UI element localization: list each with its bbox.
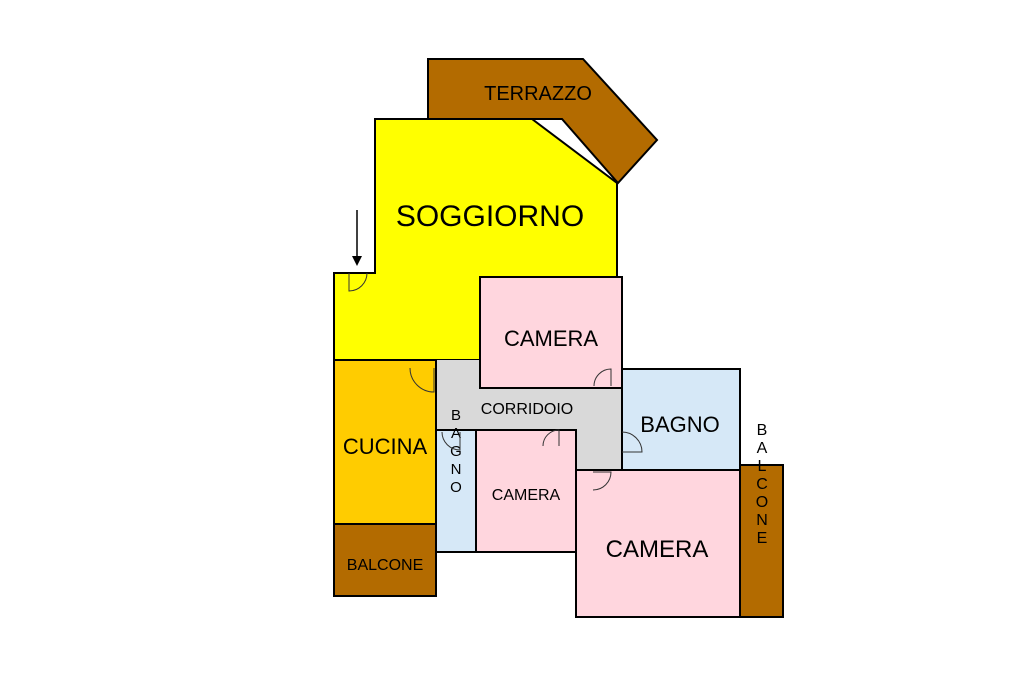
- bagno-right-label: BAGNO: [640, 412, 719, 437]
- camera-large-label: CAMERA: [606, 536, 709, 563]
- door-bagno-small: [441, 431, 461, 451]
- camera-top-label: CAMERA: [504, 326, 598, 351]
- balcone-right-label: BALCONE: [754, 422, 771, 548]
- balcone-right-room: [739, 464, 784, 618]
- bagno-small-room: [435, 429, 477, 553]
- corridoio-label: CORRIDOIO: [481, 401, 573, 418]
- camera-small-room: [475, 429, 577, 553]
- door-entrance: [348, 272, 368, 292]
- corridoio-room: [436, 360, 622, 470]
- camera-small-label: CAMERA: [492, 487, 561, 504]
- door-camera-small: [542, 429, 560, 447]
- balcone-left-label: BALCONE: [347, 557, 423, 574]
- door-bagno-right: [621, 431, 643, 453]
- soggiorno-label: SOGGIORNO: [396, 200, 584, 233]
- door-cucina: [409, 367, 435, 393]
- camera-top-room: [479, 276, 623, 389]
- entrance-arrow-icon: [352, 210, 362, 266]
- bagno-right-room: [621, 368, 741, 471]
- terrazzo-label: TERRAZZO: [484, 83, 592, 105]
- doors: [348, 272, 643, 491]
- door-camera-top: [593, 368, 612, 387]
- camera-large-room: [575, 469, 741, 618]
- balcone-left-room: [333, 523, 437, 597]
- cucina-label: CUCINA: [343, 434, 428, 459]
- bagno-small-label: BAGNO: [448, 407, 465, 497]
- door-camera-large: [592, 471, 612, 491]
